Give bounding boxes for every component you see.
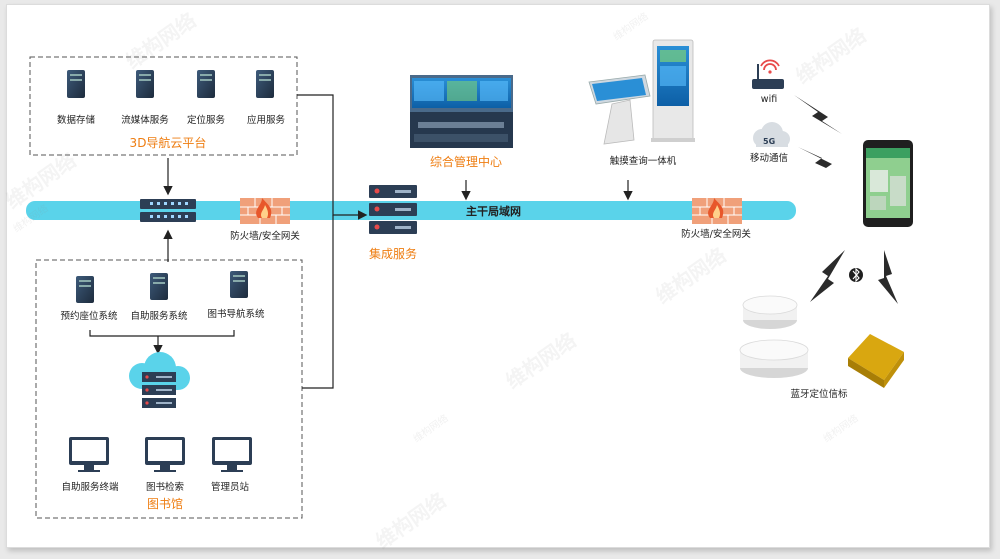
cloud-platform-title: 3D导航云平台	[129, 136, 207, 150]
server-icon-storage	[67, 70, 85, 98]
server-icon-app	[256, 70, 274, 98]
mobile-label: 移动通信	[749, 153, 789, 164]
firewall-left-icon	[240, 198, 290, 224]
svg-text:5G: 5G	[763, 137, 775, 146]
server-icon-streaming	[136, 70, 154, 98]
server-icon-reservation	[76, 276, 94, 303]
kiosk-image	[588, 39, 695, 145]
bluetooth-icon	[849, 267, 863, 283]
cloud-service-label: 数据存储	[56, 115, 96, 126]
library-system-label: 图书导航系统	[207, 309, 265, 320]
kiosk-label: 触摸查询一体机	[609, 156, 677, 167]
wifi-label: wifi	[760, 94, 778, 105]
5g-cloud-icon: 5G	[753, 122, 790, 147]
library-system-label: 自助服务系统	[130, 311, 188, 322]
smartphone-icon	[863, 140, 913, 227]
server-icon-selfservice	[150, 273, 168, 300]
library-terminal-label: 自助服务终端	[61, 482, 119, 493]
cloud-service-label: 流媒体服务	[121, 115, 169, 126]
backbone-label: 主干局域网	[466, 205, 521, 218]
monitor-icon-catalog	[145, 437, 185, 472]
cloud-server-icon	[129, 352, 190, 408]
beacons-label: 蓝牙定位信标	[790, 389, 848, 400]
monitor-icon-admin	[212, 437, 252, 472]
wireless-bolt-beacon-right	[878, 250, 898, 304]
integration-label: 集成服务	[368, 247, 418, 261]
library-system-label: 预约座位系统	[60, 311, 118, 322]
beacon-yellow-icon	[848, 334, 904, 388]
library-title: 图书馆	[146, 497, 184, 511]
control-center-image	[410, 75, 513, 148]
wireless-bolt-beacon-left	[810, 250, 845, 302]
wifi-router-icon	[752, 59, 784, 89]
firewall-right-icon	[692, 198, 742, 224]
firewall-right-label: 防火墙/安全网关	[681, 229, 751, 240]
wireless-bolt-5g	[798, 147, 848, 178]
beacon-white-top-icon	[742, 295, 798, 329]
library-terminal-label: 图书检索	[145, 482, 185, 493]
wireless-bolt-wifi	[794, 95, 842, 134]
server-icon-location	[197, 70, 215, 98]
library-box	[35, 259, 303, 519]
cloud-platform-box	[29, 56, 298, 156]
switch-icon	[140, 199, 196, 222]
beacon-white-bottom-icon	[739, 339, 809, 378]
library-terminal-label: 管理员站	[210, 482, 250, 493]
firewall-left-label: 防火墙/安全网关	[230, 231, 300, 242]
monitor-icon-selfservice	[69, 437, 109, 472]
cloud-service-label: 定位服务	[186, 115, 226, 126]
cloud-service-label: 应用服务	[246, 115, 286, 126]
control-center-title: 综合管理中心	[429, 155, 503, 169]
server-icon-booknav	[230, 271, 248, 298]
integration-server-icon	[369, 185, 417, 234]
